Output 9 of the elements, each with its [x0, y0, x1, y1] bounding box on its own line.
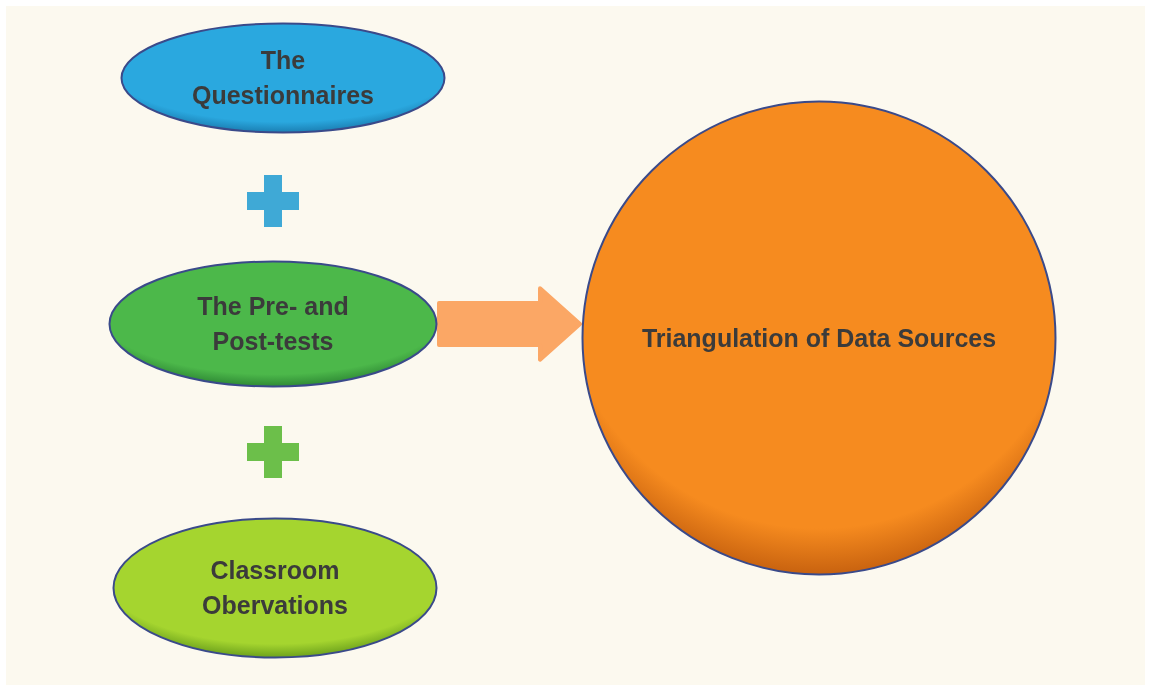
node-label: The Pre- and Post-tests — [196, 291, 350, 357]
oval-node — [120, 22, 446, 134]
block-arrow — [437, 286, 582, 362]
circle-node — [581, 100, 1057, 576]
node-label: The Questionnaires — [191, 45, 375, 111]
node-label: Triangulation of Data Sources — [641, 322, 997, 354]
oval-node — [108, 260, 438, 388]
oval-node — [112, 517, 438, 659]
node-label: Classroom Obervations — [201, 555, 349, 621]
